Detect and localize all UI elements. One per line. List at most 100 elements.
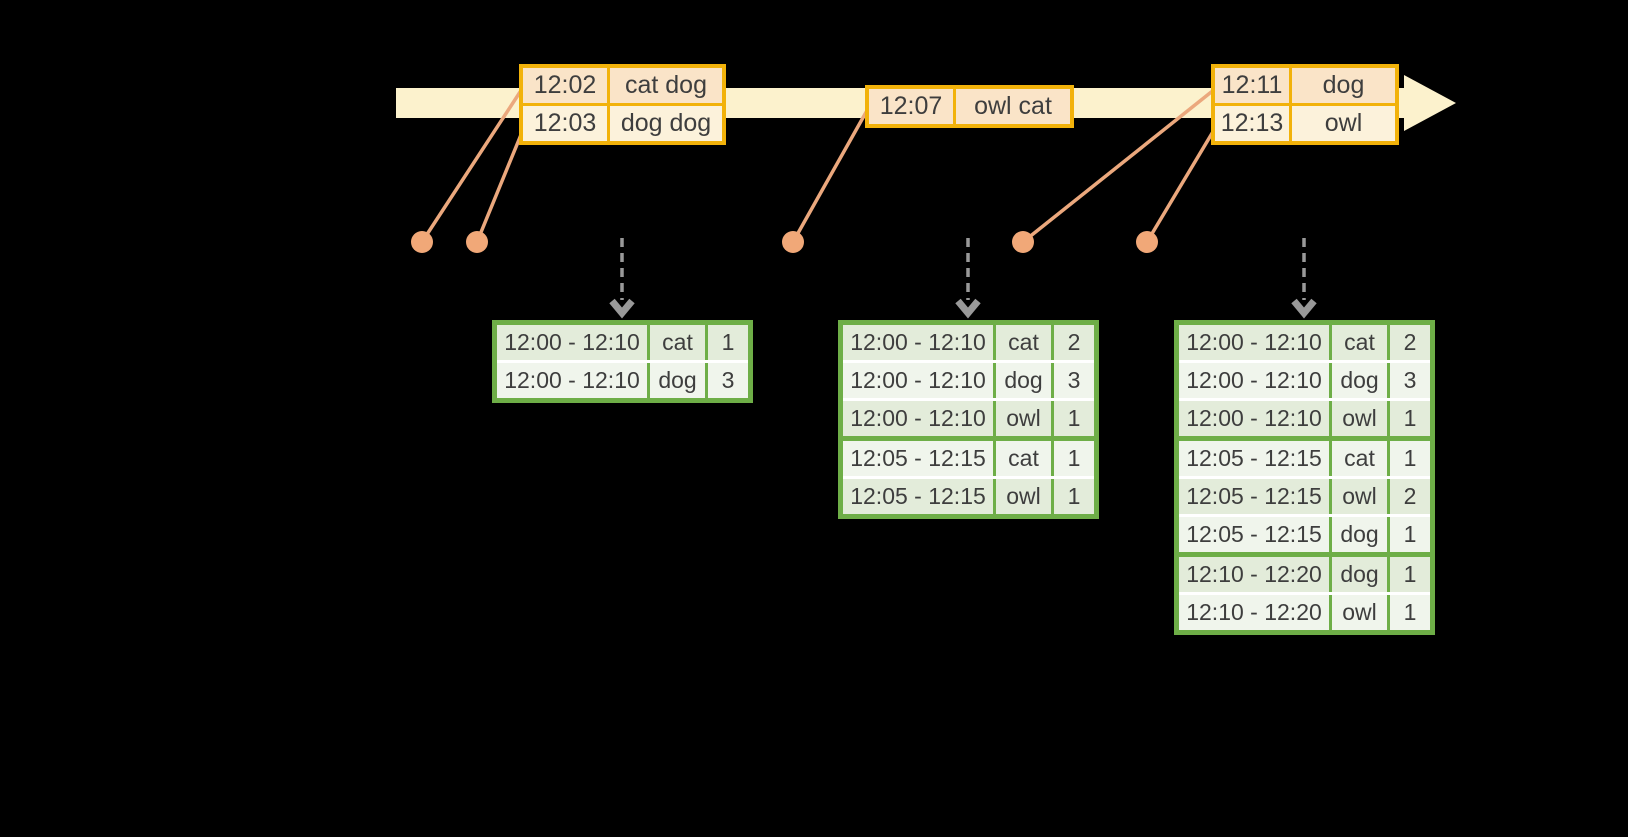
event-time-cell: 12:03	[523, 106, 607, 141]
window-cell: 12:00 - 12:10	[1179, 325, 1329, 360]
timeline-arrowhead-icon	[1404, 75, 1456, 131]
event-dot-icon	[411, 231, 433, 253]
event-time-cell: 12:07	[869, 89, 953, 124]
event-dot-icon	[1136, 231, 1158, 253]
event-time-cell: 12:13	[1215, 106, 1289, 141]
event-connector-line	[791, 106, 871, 243]
word-cell: dog	[650, 363, 705, 398]
count-cell: 2	[1390, 325, 1430, 360]
window-cell: 12:00 - 12:10	[1179, 363, 1329, 398]
event-words-cell: dog dog	[610, 106, 722, 141]
word-cell: owl	[1332, 401, 1387, 436]
window-cell: 12:00 - 12:10	[497, 363, 647, 398]
window-cell: 12:00 - 12:10	[497, 325, 647, 360]
word-cell: cat	[1332, 325, 1387, 360]
window-cell: 12:05 - 12:15	[843, 441, 993, 476]
word-cell: owl	[996, 479, 1051, 514]
count-cell: 3	[1054, 363, 1094, 398]
count-cell: 1	[1390, 557, 1430, 592]
event-dot-icon	[466, 231, 488, 253]
word-cell: cat	[996, 441, 1051, 476]
window-cell: 12:05 - 12:15	[843, 479, 993, 514]
word-cell: dog	[1332, 517, 1387, 552]
count-cell: 1	[708, 325, 748, 360]
event-connector-line	[420, 88, 524, 243]
count-cell: 1	[1054, 479, 1094, 514]
count-cell: 1	[1390, 595, 1430, 630]
window-cell: 12:10 - 12:20	[1179, 557, 1329, 592]
count-cell: 3	[1390, 363, 1430, 398]
event-time-cell: 12:02	[523, 68, 607, 103]
event-connector-line	[475, 124, 527, 243]
trigger-arrowhead-icon	[609, 298, 635, 319]
word-cell: dog	[996, 363, 1051, 398]
word-cell: owl	[1332, 479, 1387, 514]
event-words-cell: dog	[1292, 68, 1395, 103]
window-cell: 12:00 - 12:10	[843, 401, 993, 436]
window-cell: 12:10 - 12:20	[1179, 595, 1329, 630]
event-words-cell: owl	[1292, 106, 1395, 141]
word-cell: owl	[1332, 595, 1387, 630]
count-cell: 2	[1390, 479, 1430, 514]
word-cell: cat	[650, 325, 705, 360]
event-connector-line	[1021, 87, 1217, 244]
word-cell: dog	[1332, 557, 1387, 592]
event-time-cell: 12:11	[1215, 68, 1289, 103]
event-words-cell: owl cat	[956, 89, 1070, 124]
trigger-arrowhead-icon	[1291, 298, 1317, 319]
count-cell: 1	[1390, 401, 1430, 436]
window-cell: 12:05 - 12:15	[1179, 441, 1329, 476]
event-connector-line	[1145, 124, 1219, 243]
window-cell: 12:00 - 12:10	[1179, 401, 1329, 436]
event-words-cell: cat dog	[610, 68, 722, 103]
event-dot-icon	[1012, 231, 1034, 253]
window-cell: 12:05 - 12:15	[1179, 479, 1329, 514]
window-cell: 12:00 - 12:10	[843, 325, 993, 360]
window-cell: 12:00 - 12:10	[843, 363, 993, 398]
word-cell: owl	[996, 401, 1051, 436]
word-cell: cat	[996, 325, 1051, 360]
count-cell: 1	[1054, 441, 1094, 476]
event-dot-icon	[782, 231, 804, 253]
word-cell: cat	[1332, 441, 1387, 476]
count-cell: 1	[1390, 517, 1430, 552]
count-cell: 1	[1390, 441, 1430, 476]
window-cell: 12:05 - 12:15	[1179, 517, 1329, 552]
count-cell: 1	[1054, 401, 1094, 436]
count-cell: 2	[1054, 325, 1094, 360]
word-cell: dog	[1332, 363, 1387, 398]
